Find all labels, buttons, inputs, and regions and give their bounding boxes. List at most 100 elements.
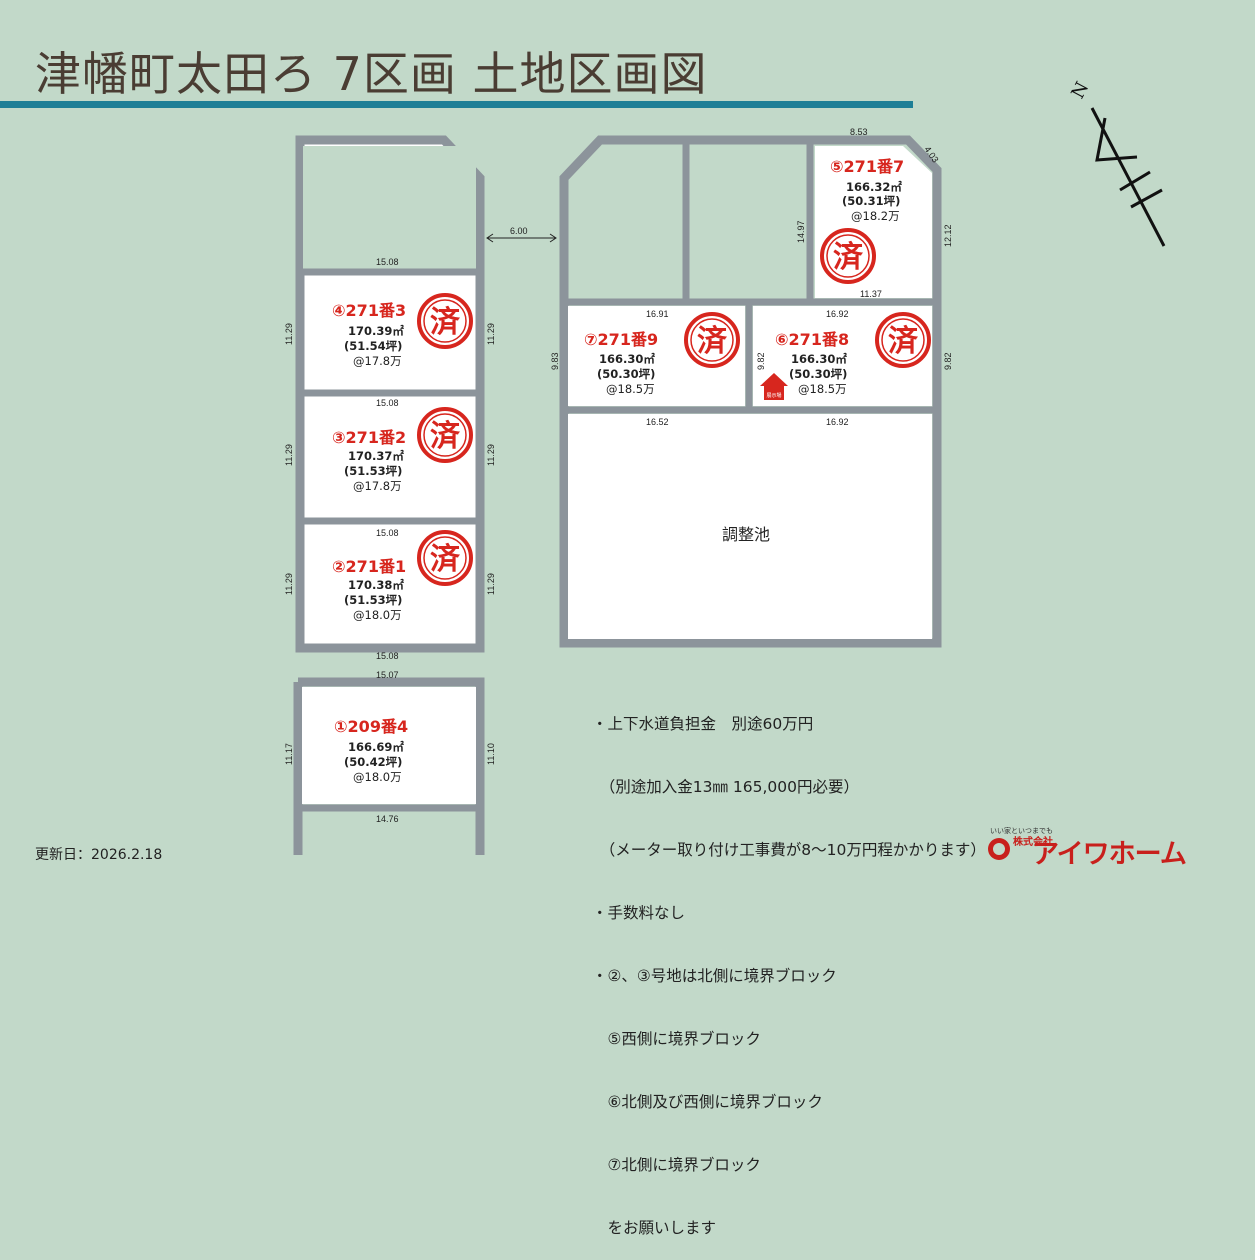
sold-stamp-lot-3: 済 xyxy=(417,407,473,463)
lot-6-price: @18.5万 xyxy=(798,382,847,396)
lot-5-number: ⑤271番7 xyxy=(830,157,904,176)
sold-stamp-lot-5-label: 済 xyxy=(833,240,864,275)
company-mark-icon xyxy=(988,838,1010,860)
note-item: （メーター取り付け工事費が8～10万円程かかります） xyxy=(592,841,986,859)
dim-lot4-left: 11.29 xyxy=(284,323,294,345)
land-plan-diagram: N 6.00 15.08 15.08 15.08 xyxy=(284,78,1166,855)
company-kabushiki: 株式会社 xyxy=(1013,837,1053,848)
sold-stamp-lot-6: 済 xyxy=(875,312,931,368)
dim-lot1-bottom: 14.76 xyxy=(376,814,399,824)
sold-stamp-lot-4: 済 xyxy=(417,293,473,349)
dim-lot1-left: 11.17 xyxy=(284,743,294,765)
note-item: ・②、③号地は北側に境界ブロック xyxy=(592,967,837,985)
dim-lot4-right: 11.29 xyxy=(486,323,496,345)
sold-stamp-lot-3-label: 済 xyxy=(430,419,461,454)
lot-7-price: @18.5万 xyxy=(606,382,655,396)
pond-area xyxy=(568,414,932,639)
dim-lot6-top: 16.92 xyxy=(826,309,849,319)
lot-7-number: ⑦271番9 xyxy=(584,330,658,349)
lot-4-area: 170.39㎡ xyxy=(348,324,404,338)
road-width-dimension: 6.00 xyxy=(486,226,557,243)
lot-5-price: @18.2万 xyxy=(851,209,900,223)
dim-lot7-bottom: 16.52 xyxy=(646,417,669,427)
dim-lot2-bottom: 15.08 xyxy=(376,651,399,661)
lot-6-number: ⑥271番8 xyxy=(775,330,849,349)
company-name: アイワホーム xyxy=(1032,839,1187,870)
lot-1-block xyxy=(293,677,485,855)
dim-lot3-top: 15.08 xyxy=(376,398,399,408)
note-item: ⑦北側に境界ブロック xyxy=(592,1156,761,1174)
dim-lot5-right: 12.12 xyxy=(943,224,953,247)
sold-stamp-lot-5: 済 xyxy=(820,228,876,284)
compass-north-label: N xyxy=(1067,78,1093,102)
model-house-label: 展示場 xyxy=(766,392,781,399)
note-item: （別途加入金13㎜ 165,000円必要） xyxy=(592,778,860,796)
lot-7-label: ⑦271番9 166.30㎡ (50.30坪) @18.5万 xyxy=(584,330,658,396)
lot-5-label: ⑤271番7 166.32㎡ (50.31坪) @18.2万 xyxy=(830,157,904,223)
dim-lot6-bottom: 16.92 xyxy=(826,417,849,427)
lot-1-area: 166.69㎡ xyxy=(348,740,404,754)
sold-stamp-lot-2-label: 済 xyxy=(430,542,461,577)
lot-4-label: ④271番3 170.39㎡ (51.54坪) @17.8万 xyxy=(332,301,406,368)
model-house-icon: 展示場 xyxy=(760,373,788,400)
lot-7-tsubo: (50.30坪) xyxy=(597,367,655,381)
dim-lot2-top: 15.08 xyxy=(376,528,399,538)
dim-lot1-top: 15.07 xyxy=(376,670,399,680)
dim-lot2-right: 11.29 xyxy=(486,573,496,595)
lot-2-number: ②271番1 xyxy=(332,557,406,576)
lot-1-label: ①209番4 166.69㎡ (50.42坪) @18.0万 xyxy=(334,717,408,784)
lot-2-area: 170.38㎡ xyxy=(348,578,404,592)
company-tagline: いい家といつまでも xyxy=(990,827,1053,835)
updated-date: 更新日：2026.2.18 xyxy=(35,847,163,863)
lot-2-tsubo: (51.53坪) xyxy=(344,593,402,607)
dim-lot7-left: 9.83 xyxy=(550,352,560,370)
lot-5-area: 166.32㎡ xyxy=(846,180,902,194)
dim-lot7-top: 16.91 xyxy=(646,309,669,319)
lot-6-tsubo: (50.30坪) xyxy=(789,367,847,381)
dim-lot6-right: 9.82 xyxy=(943,352,953,370)
west-block xyxy=(295,135,485,653)
sold-stamp-lot-7-label: 済 xyxy=(697,324,728,359)
lot-3-price: @17.8万 xyxy=(353,479,402,493)
lot-6-area: 166.30㎡ xyxy=(791,352,847,366)
lot-3-label: ③271番2 170.37㎡ (51.53坪) @17.8万 xyxy=(332,428,406,493)
lot-5-tsubo: (50.31坪) xyxy=(842,194,900,208)
dim-lot5-bottom: 11.37 xyxy=(860,289,882,299)
note-item: ・上下水道負担金 別途60万円 xyxy=(592,715,814,733)
lot-3-number: ③271番2 xyxy=(332,428,406,447)
dim-lot5-top: 8.53 xyxy=(850,127,868,137)
dim-lot5-left: 14.97 xyxy=(796,220,806,243)
dim-lot2-left: 11.29 xyxy=(284,573,294,595)
lot-3-tsubo: (51.53坪) xyxy=(344,464,402,478)
dim-lot3-left: 11.29 xyxy=(284,444,294,466)
lot-3-area: 170.37㎡ xyxy=(348,449,404,463)
lot-4-tsubo: (51.54坪) xyxy=(344,339,402,353)
note-item: ⑥北側及び西側に境界ブロック xyxy=(592,1093,823,1111)
lot-7-area: 166.30㎡ xyxy=(599,352,655,366)
lot-1-number: ①209番4 xyxy=(334,717,408,736)
notes-list: ・上下水道負担金 別途60万円 （別途加入金13㎜ 165,000円必要） （メ… xyxy=(592,672,986,1260)
road-width-label: 6.00 xyxy=(510,226,528,236)
pond-label: 調整池 xyxy=(722,525,770,544)
lot-2-label: ②271番1 170.38㎡ (51.53坪) @18.0万 xyxy=(332,557,406,622)
title-accent-bar xyxy=(0,101,913,108)
lot-1-tsubo: (50.42坪) xyxy=(344,755,402,769)
note-item: ⑤西側に境界ブロック xyxy=(592,1030,761,1048)
lot-4-price: @17.8万 xyxy=(353,354,402,368)
note-item: をお願いします xyxy=(592,1219,717,1237)
page-title: 津幡町太田ろ 7区画 土地区画図 xyxy=(35,47,708,101)
dim-lot6-left: 9.82 xyxy=(756,352,766,370)
lot-4-number: ④271番3 xyxy=(332,301,406,320)
lot-1-price: @18.0万 xyxy=(353,770,402,784)
dim-lot1-right: 11.10 xyxy=(486,743,496,765)
lot-6-label: ⑥271番8 166.30㎡ (50.30坪) @18.5万 xyxy=(775,330,849,396)
note-item: ・手数料なし xyxy=(592,904,686,922)
sold-stamp-lot-2: 済 xyxy=(417,530,473,586)
sold-stamp-lot-6-label: 済 xyxy=(888,324,919,359)
dim-lot4-top: 15.08 xyxy=(376,257,399,267)
dimension-labels: 15.08 15.08 15.08 15.08 15.07 14.76 11.2… xyxy=(284,127,953,824)
north-arrow-icon: N xyxy=(1067,78,1166,247)
lot-2-price: @18.0万 xyxy=(353,608,402,622)
sold-stamp-lot-7: 済 xyxy=(684,312,740,368)
dim-lot3-right: 11.29 xyxy=(486,444,496,466)
